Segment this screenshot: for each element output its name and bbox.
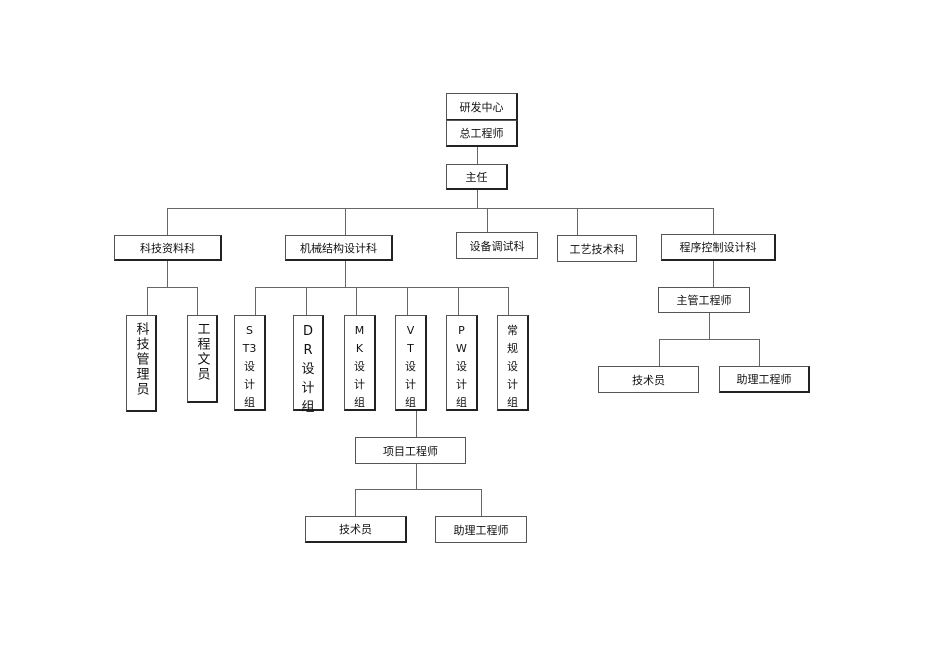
char: P [458,324,465,337]
dept-label: 工艺技术科 [569,242,625,256]
char: T [407,342,414,355]
director-box: 主任 [446,164,508,190]
char: R [303,343,313,358]
char: 组 [405,396,416,409]
dept-label: 机械结构设计科 [300,241,377,255]
char: 计 [456,378,467,391]
dept-process-box: 工艺技术科 [557,235,637,262]
char: 科技管理员 [133,322,149,397]
char: 工程文员 [194,322,210,382]
connector-line [477,146,478,164]
connector-line [356,287,357,315]
chief-engineer-label: 总工程师 [459,127,504,140]
connector-line [345,208,346,235]
connector-line [487,208,488,232]
char: 计 [301,381,315,396]
char: 计 [244,378,255,391]
group-pw-box: P W 设 计 组 [446,315,478,411]
char: 设 [301,362,315,377]
chief-engineer-sub-label: 主管工程师 [676,294,732,307]
program-assistant-engineer-box: 助理工程师 [719,366,810,393]
char: 设 [507,360,518,373]
connector-line [709,312,710,339]
connector-line [147,287,198,288]
char: 组 [244,396,255,409]
group-dr-box: D R 设 计 组 [293,315,324,415]
char: W [456,342,467,355]
group-mk-box: M K 设 计 组 [344,315,376,411]
connector-line [577,208,578,235]
char: V [406,324,415,337]
char: 组 [456,396,467,409]
connector-line [147,287,148,315]
connector-line [255,287,509,288]
connector-line [167,208,714,209]
connector-line [167,260,168,287]
char: 常 [507,324,518,337]
char: 设 [405,360,416,373]
connector-line [713,208,714,234]
assistant-engineer-label: 助理工程师 [736,373,792,386]
project-engineer-label: 项目工程师 [383,444,438,458]
connector-line [355,489,356,516]
connector-line [477,189,478,209]
char: S [246,324,253,337]
project-assistant-engineer-box: 助理工程师 [435,516,527,543]
dept-label: 程序控制设计科 [679,241,757,254]
group-conventional-box: 常 规 设 计 组 [497,315,529,411]
char: 计 [405,378,416,391]
assistant-engineer-label: 助理工程师 [453,523,509,537]
connector-line [713,260,714,287]
dept-keji-box: 科技资料科 [114,235,222,261]
connector-line [481,489,482,516]
dept-mechanical-box: 机械结构设计科 [285,235,393,261]
project-engineer-box: 项目工程师 [355,437,466,464]
connector-line [508,287,509,315]
tech-admin-box: 科技管理员 [126,315,157,412]
connector-line [306,287,307,315]
char: M [354,324,365,337]
dept-equipment-box: 设备调试科 [456,232,538,259]
connector-line [458,287,459,315]
char: 计 [507,378,518,391]
dept-program-box: 程序控制设计科 [661,234,776,261]
dept-label: 设备调试科 [469,239,525,253]
connector-line [659,339,760,340]
dept-label: 科技资料科 [140,241,195,255]
connector-line [197,287,198,315]
director-label: 主任 [465,170,488,184]
clerk-box: 工程文员 [187,315,218,403]
connector-line [416,410,417,437]
char: 组 [354,396,365,409]
connector-line [167,208,168,235]
char: 规 [507,342,518,355]
char: 设 [456,360,467,373]
char: 组 [507,396,518,409]
char: 设 [354,360,365,373]
rd-center-box: 研发中心 [446,93,518,121]
project-technician-box: 技术员 [305,516,407,543]
connector-line [759,339,760,366]
connector-line [407,287,408,315]
char: T3 [242,342,257,355]
char: K [355,342,364,355]
group-vt-box: V T 设 计 组 [395,315,427,411]
rd-center-label: 研发中心 [459,100,504,114]
group-st3-box: S T3 设 计 组 [234,315,266,411]
char: D [302,324,313,339]
char: 计 [354,378,365,391]
program-technician-box: 技术员 [598,366,699,393]
connector-line [255,287,256,315]
chief-engineer-box: 总工程师 [446,120,518,147]
technician-label: 技术员 [632,373,665,387]
connector-line [345,260,346,287]
chief-engineer-sub-box: 主管工程师 [658,287,750,313]
technician-label: 技术员 [339,523,372,536]
connector-line [416,463,417,490]
connector-line [659,339,660,366]
char: 组 [301,400,315,415]
char: 设 [244,360,255,373]
connector-line [355,489,482,490]
